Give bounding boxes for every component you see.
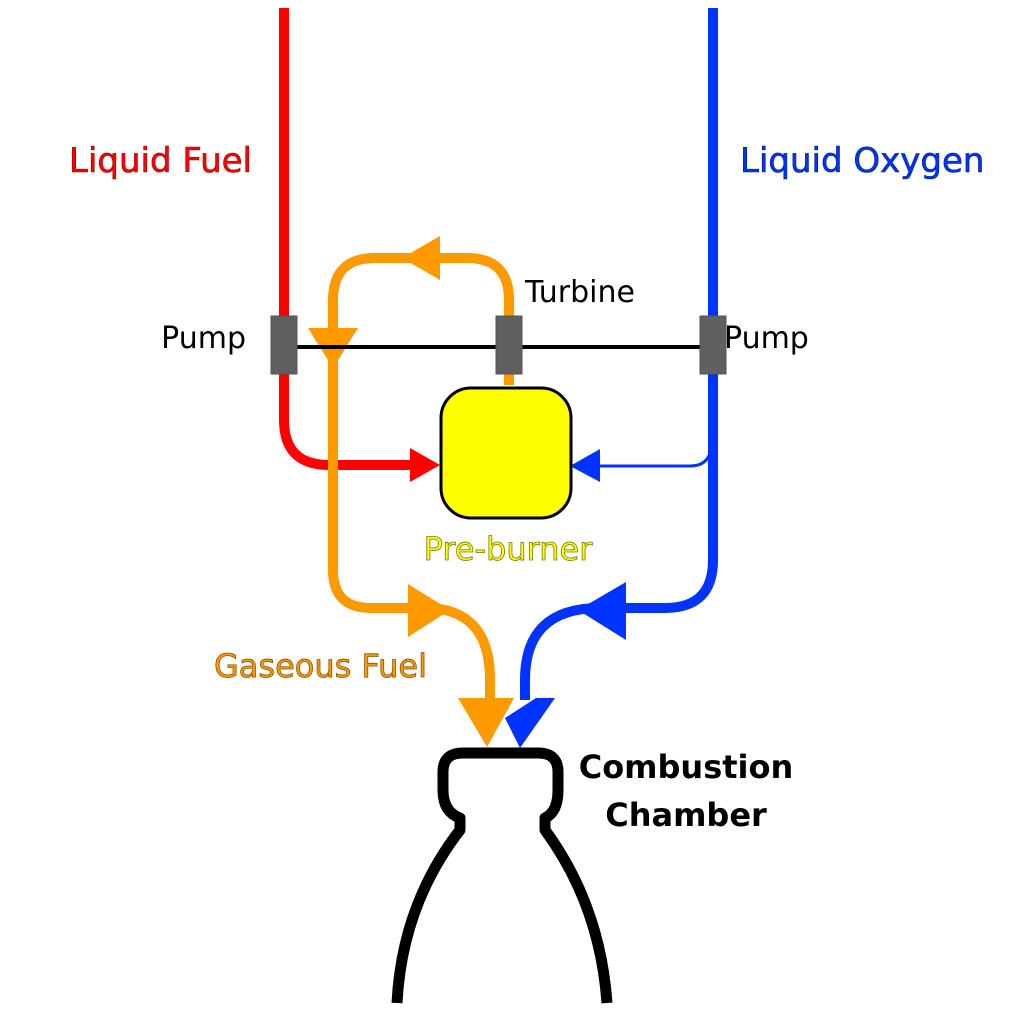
liquid-fuel-line (279, 8, 412, 470)
gaseous-fuel-right-arrow (408, 584, 450, 637)
fuel-pump (270, 315, 298, 375)
oxygen-pump (699, 315, 727, 375)
combustion-chamber-label-line1: Combustion (579, 748, 794, 786)
oxygen-chamber-arrow (505, 698, 555, 748)
fuel-to-preburner-arrow (410, 448, 440, 482)
turbine (495, 315, 523, 375)
preburner-label: Pre-burner (424, 530, 594, 568)
combustion-chamber-label-line2: Chamber (605, 796, 767, 834)
turbine-label: Turbine (524, 275, 635, 310)
gaseous-fuel-label: Gaseous Fuel (214, 647, 427, 685)
oxygen-to-preburner-arrow (570, 449, 600, 482)
liquid-fuel-label: Liquid Fuel (69, 141, 252, 181)
liquid-oxygen-label: Liquid Oxygen (740, 141, 984, 181)
preburner (439, 386, 573, 520)
fuel-pump-label: Pump (161, 321, 246, 356)
turbine-exhaust-arrow (402, 236, 440, 280)
oxygen-to-preburner-line (598, 452, 712, 468)
combustion-chamber (391, 747, 613, 1004)
gaseous-fuel-chamber-arrow (458, 698, 514, 747)
gaseous-fuel-line (328, 253, 514, 700)
oxygen-pump-label: Pump (724, 321, 809, 356)
oxygen-left-arrow (578, 582, 626, 640)
